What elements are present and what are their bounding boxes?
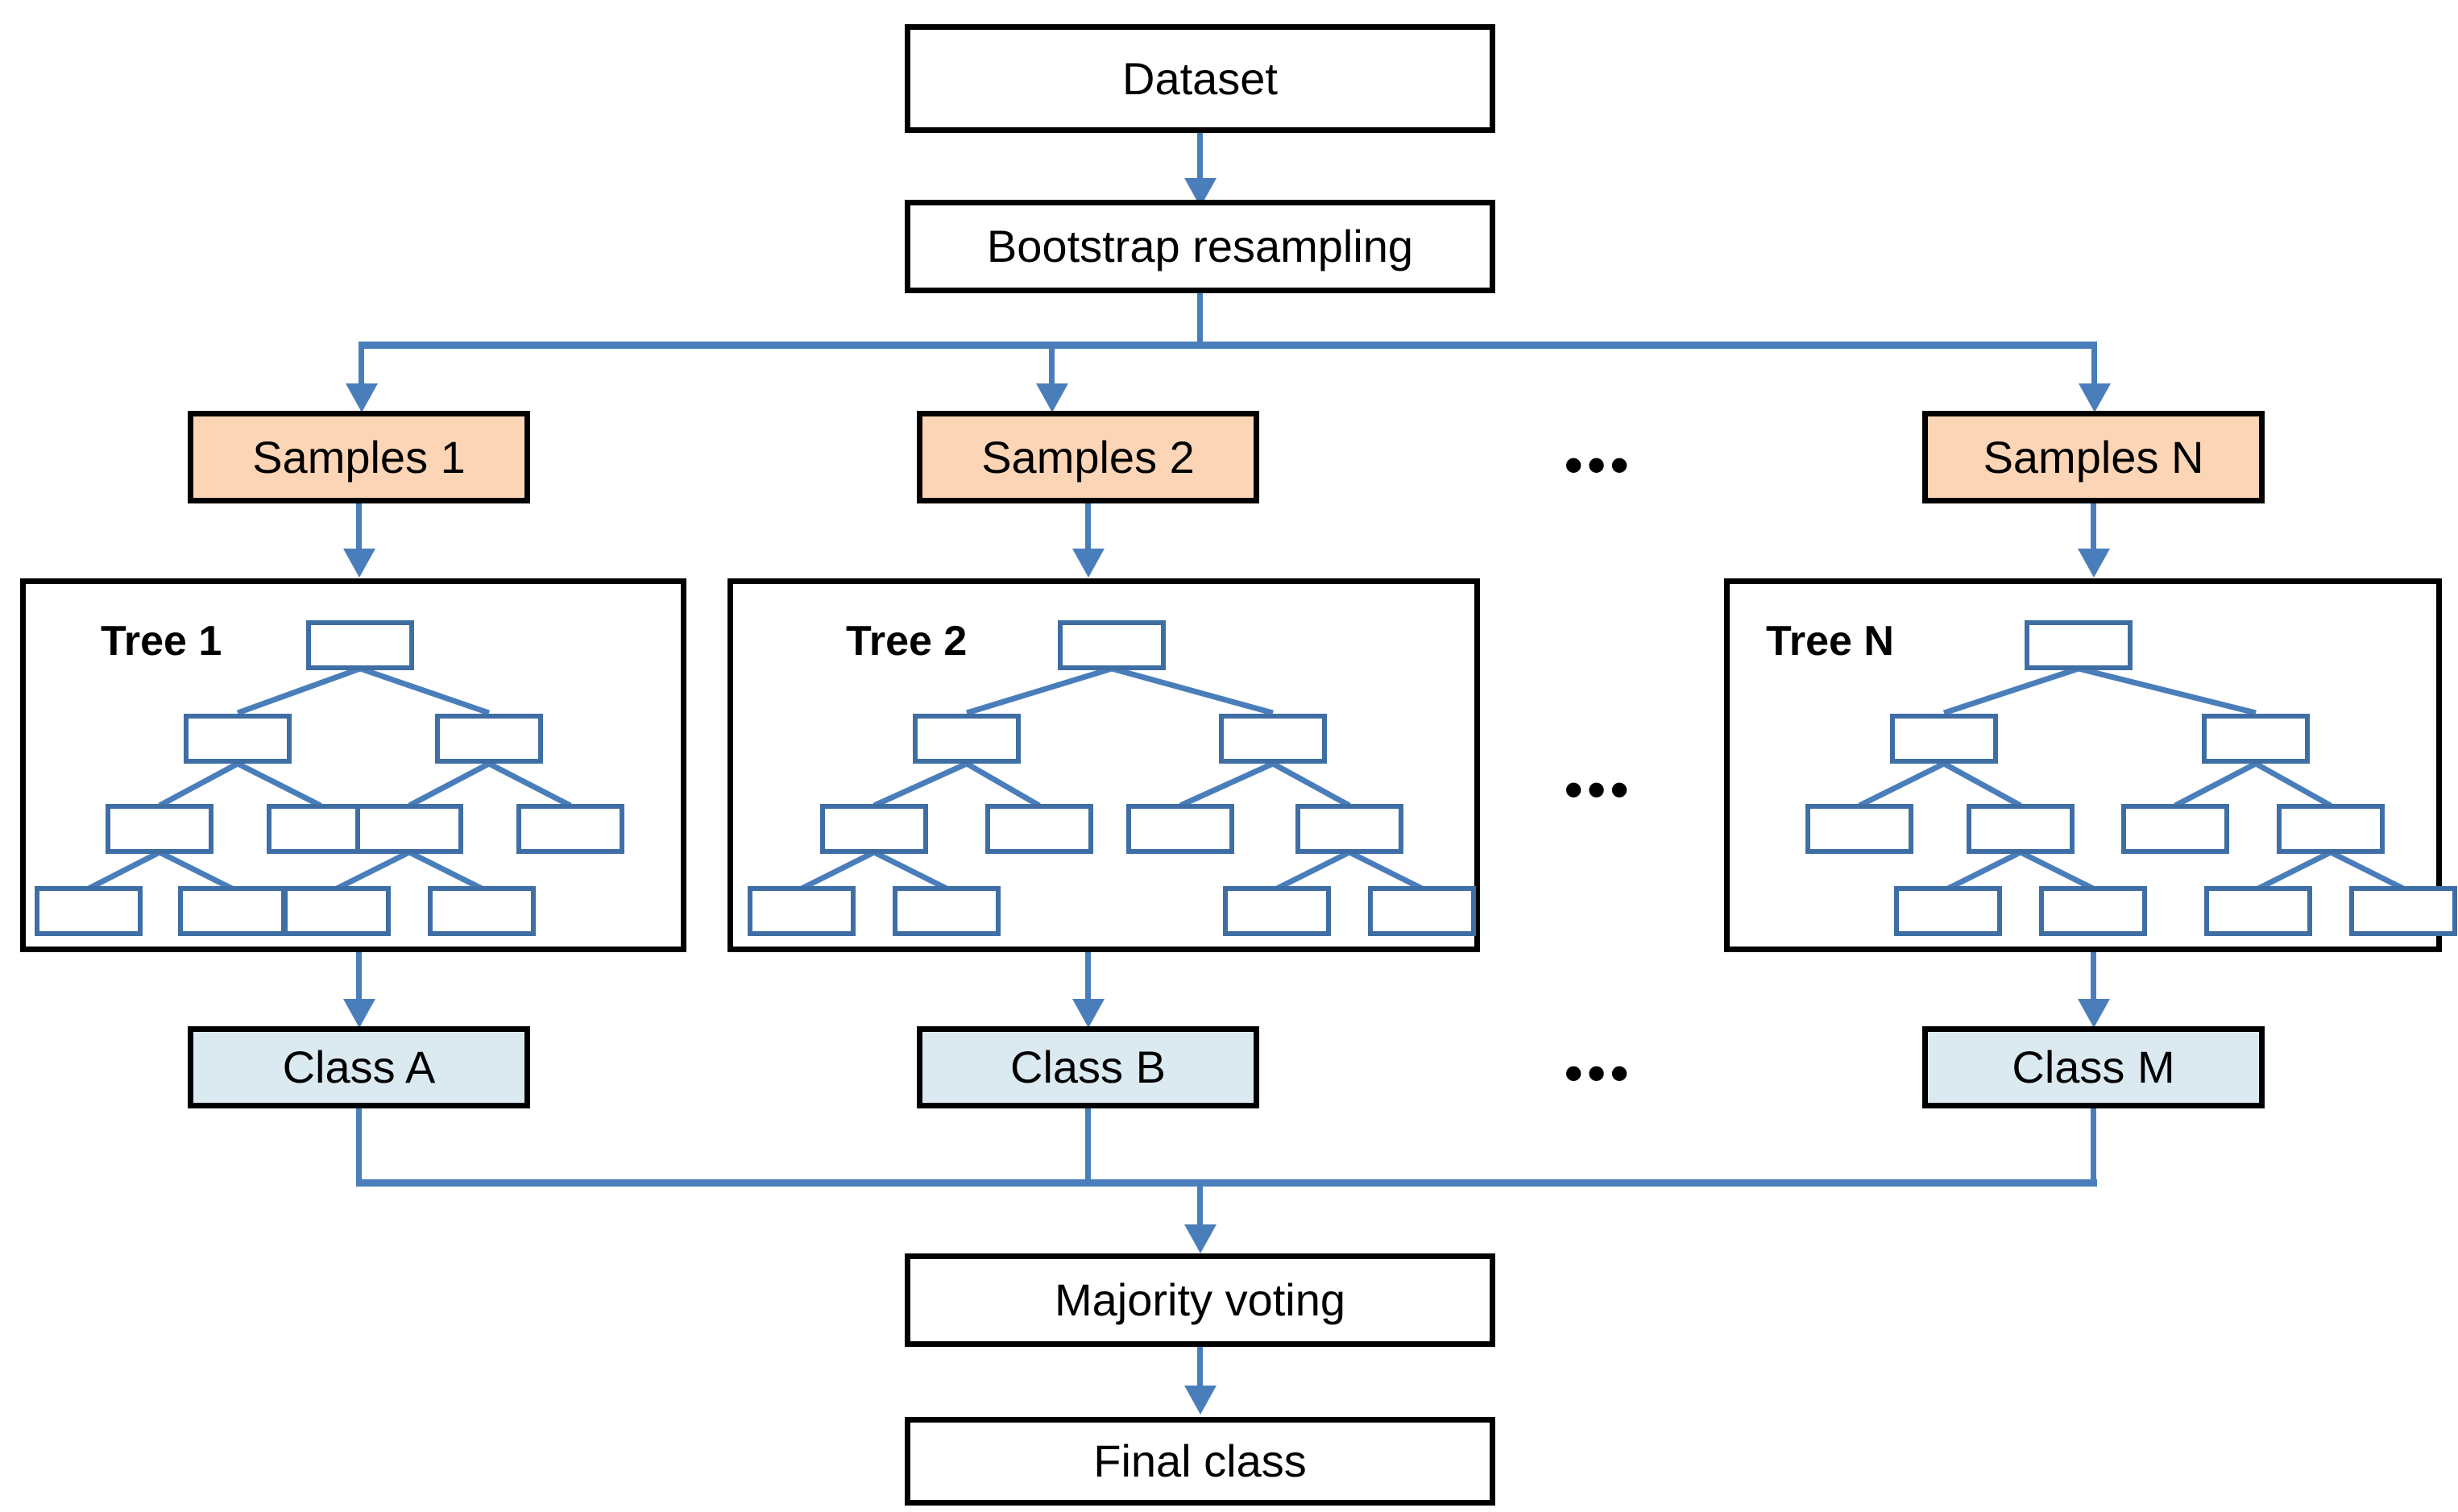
connector-collector-to-majority-voting bbox=[1197, 1179, 1203, 1232]
dataset-label: Dataset bbox=[1122, 52, 1278, 104]
connector-dataset-to-bootstrap bbox=[1197, 133, 1203, 188]
connector-class-m-down bbox=[2091, 1108, 2096, 1186]
collector-bar-classes bbox=[356, 1179, 2097, 1187]
final-class-label: Final class bbox=[1093, 1435, 1307, 1486]
tree-2-node-root bbox=[1058, 620, 1166, 670]
tree-3-node-root bbox=[2025, 620, 2133, 670]
connector-bar-to-samples-2 bbox=[1049, 342, 1055, 390]
ellipsis-trees-row: ••• bbox=[1565, 760, 1634, 818]
samples-label-3: Samples N bbox=[1983, 431, 2204, 483]
tree-2-node-l1-a bbox=[913, 714, 1021, 764]
bootstrap-resampling-box[interactable]: Bootstrap resampling bbox=[905, 200, 1495, 293]
tree-2-node-l3-a bbox=[748, 886, 856, 936]
bootstrap-label: Bootstrap resampling bbox=[986, 221, 1414, 271]
tree-1-node-l1-b bbox=[435, 714, 543, 764]
arrowhead-tree-1 bbox=[343, 549, 375, 578]
tree-2-node-l2-d bbox=[1295, 804, 1403, 854]
samples-box-3[interactable]: Samples N bbox=[1922, 411, 2265, 503]
tree-1-node-l2-d bbox=[516, 804, 624, 854]
tree-3-node-l2-b bbox=[1967, 804, 2075, 854]
connector-bar-to-samples-3 bbox=[2091, 342, 2097, 390]
class-label-2: Class B bbox=[1010, 1042, 1166, 1092]
tree-1-node-l2-c bbox=[355, 804, 463, 854]
connector-tree-3-to-class-m bbox=[2091, 952, 2096, 1002]
tree-2-node-l2-c bbox=[1126, 804, 1234, 854]
tree-1-node-l2-a bbox=[106, 804, 213, 854]
distributor-bar-samples bbox=[359, 342, 2097, 349]
tree-1-node-l3-a bbox=[35, 886, 143, 936]
connector-class-a-down bbox=[356, 1108, 362, 1186]
arrowhead-samples-2 bbox=[1036, 383, 1068, 412]
class-label-3: Class M bbox=[2012, 1042, 2175, 1092]
arrowhead-class-b bbox=[1072, 999, 1105, 1028]
tree-3-node-l3-c bbox=[2204, 886, 2312, 936]
arrowhead-samples-3 bbox=[2079, 383, 2111, 412]
arrowhead-final-class bbox=[1184, 1386, 1217, 1415]
tree-label-2: Tree 2 bbox=[846, 618, 968, 665]
arrowhead-tree-3 bbox=[2078, 549, 2110, 578]
samples-label-1: Samples 1 bbox=[252, 431, 466, 483]
tree-2-node-l3-c bbox=[1223, 886, 1331, 936]
connector-samples-3-to-tree-3 bbox=[2091, 503, 2096, 552]
final-class-box[interactable]: Final class bbox=[905, 1417, 1495, 1506]
tree-3-node-l3-b bbox=[2039, 886, 2147, 936]
tree-1-node-root bbox=[306, 620, 414, 670]
majority-voting-label: Majority voting bbox=[1054, 1274, 1346, 1325]
tree-3-node-l1-b bbox=[2202, 714, 2310, 764]
connector-bar-to-samples-1 bbox=[359, 342, 364, 390]
connector-tree-2-to-class-b bbox=[1085, 952, 1091, 1002]
connector-samples-1-to-tree-1 bbox=[356, 503, 362, 552]
tree-3-node-l2-d bbox=[2277, 804, 2385, 854]
tree-3-node-l1-a bbox=[1890, 714, 1998, 764]
connector-tree-1-to-class-a bbox=[356, 952, 362, 1002]
connector-bootstrap-stem bbox=[1197, 293, 1203, 346]
tree-1-node-l1-a bbox=[184, 714, 292, 764]
arrowhead-class-a bbox=[343, 999, 375, 1028]
tree-1-node-l3-d bbox=[428, 886, 536, 936]
tree-2-node-l1-b bbox=[1219, 714, 1327, 764]
class-box-1[interactable]: Class A bbox=[188, 1026, 530, 1108]
majority-voting-box[interactable]: Majority voting bbox=[905, 1253, 1495, 1347]
tree-3-node-l3-a bbox=[1894, 886, 2002, 936]
connector-majority-to-final bbox=[1197, 1347, 1203, 1392]
dataset-box[interactable]: Dataset bbox=[905, 24, 1495, 133]
tree-3-node-l2-a bbox=[1805, 804, 1913, 854]
tree-3-node-l3-d bbox=[2349, 886, 2457, 936]
class-box-2[interactable]: Class B bbox=[917, 1026, 1259, 1108]
connector-samples-2-to-tree-2 bbox=[1085, 503, 1091, 552]
tree-2-node-l2-b bbox=[985, 804, 1093, 854]
tree-2-node-l3-d bbox=[1368, 886, 1476, 936]
arrowhead-tree-2 bbox=[1072, 549, 1105, 578]
tree-2-node-l2-a bbox=[820, 804, 928, 854]
samples-box-1[interactable]: Samples 1 bbox=[188, 411, 530, 503]
arrowhead-majority-voting bbox=[1184, 1224, 1217, 1253]
tree-label-1: Tree 1 bbox=[101, 618, 222, 665]
connector-class-b-down bbox=[1085, 1108, 1091, 1186]
ellipsis-samples-row: ••• bbox=[1565, 436, 1634, 494]
tree-3-node-l2-c bbox=[2121, 804, 2229, 854]
arrowhead-samples-1 bbox=[346, 383, 378, 412]
class-box-3[interactable]: Class M bbox=[1922, 1026, 2265, 1108]
tree-2-node-l3-b bbox=[893, 886, 1001, 936]
tree-1-node-l3-b bbox=[178, 886, 286, 936]
samples-label-2: Samples 2 bbox=[981, 431, 1195, 483]
class-label-1: Class A bbox=[282, 1042, 436, 1092]
samples-box-2[interactable]: Samples 2 bbox=[917, 411, 1259, 503]
tree-label-3: Tree N bbox=[1766, 618, 1894, 665]
tree-1-node-l3-c bbox=[283, 886, 391, 936]
arrowhead-class-m bbox=[2078, 999, 2110, 1028]
ellipsis-classes-row: ••• bbox=[1565, 1044, 1634, 1102]
